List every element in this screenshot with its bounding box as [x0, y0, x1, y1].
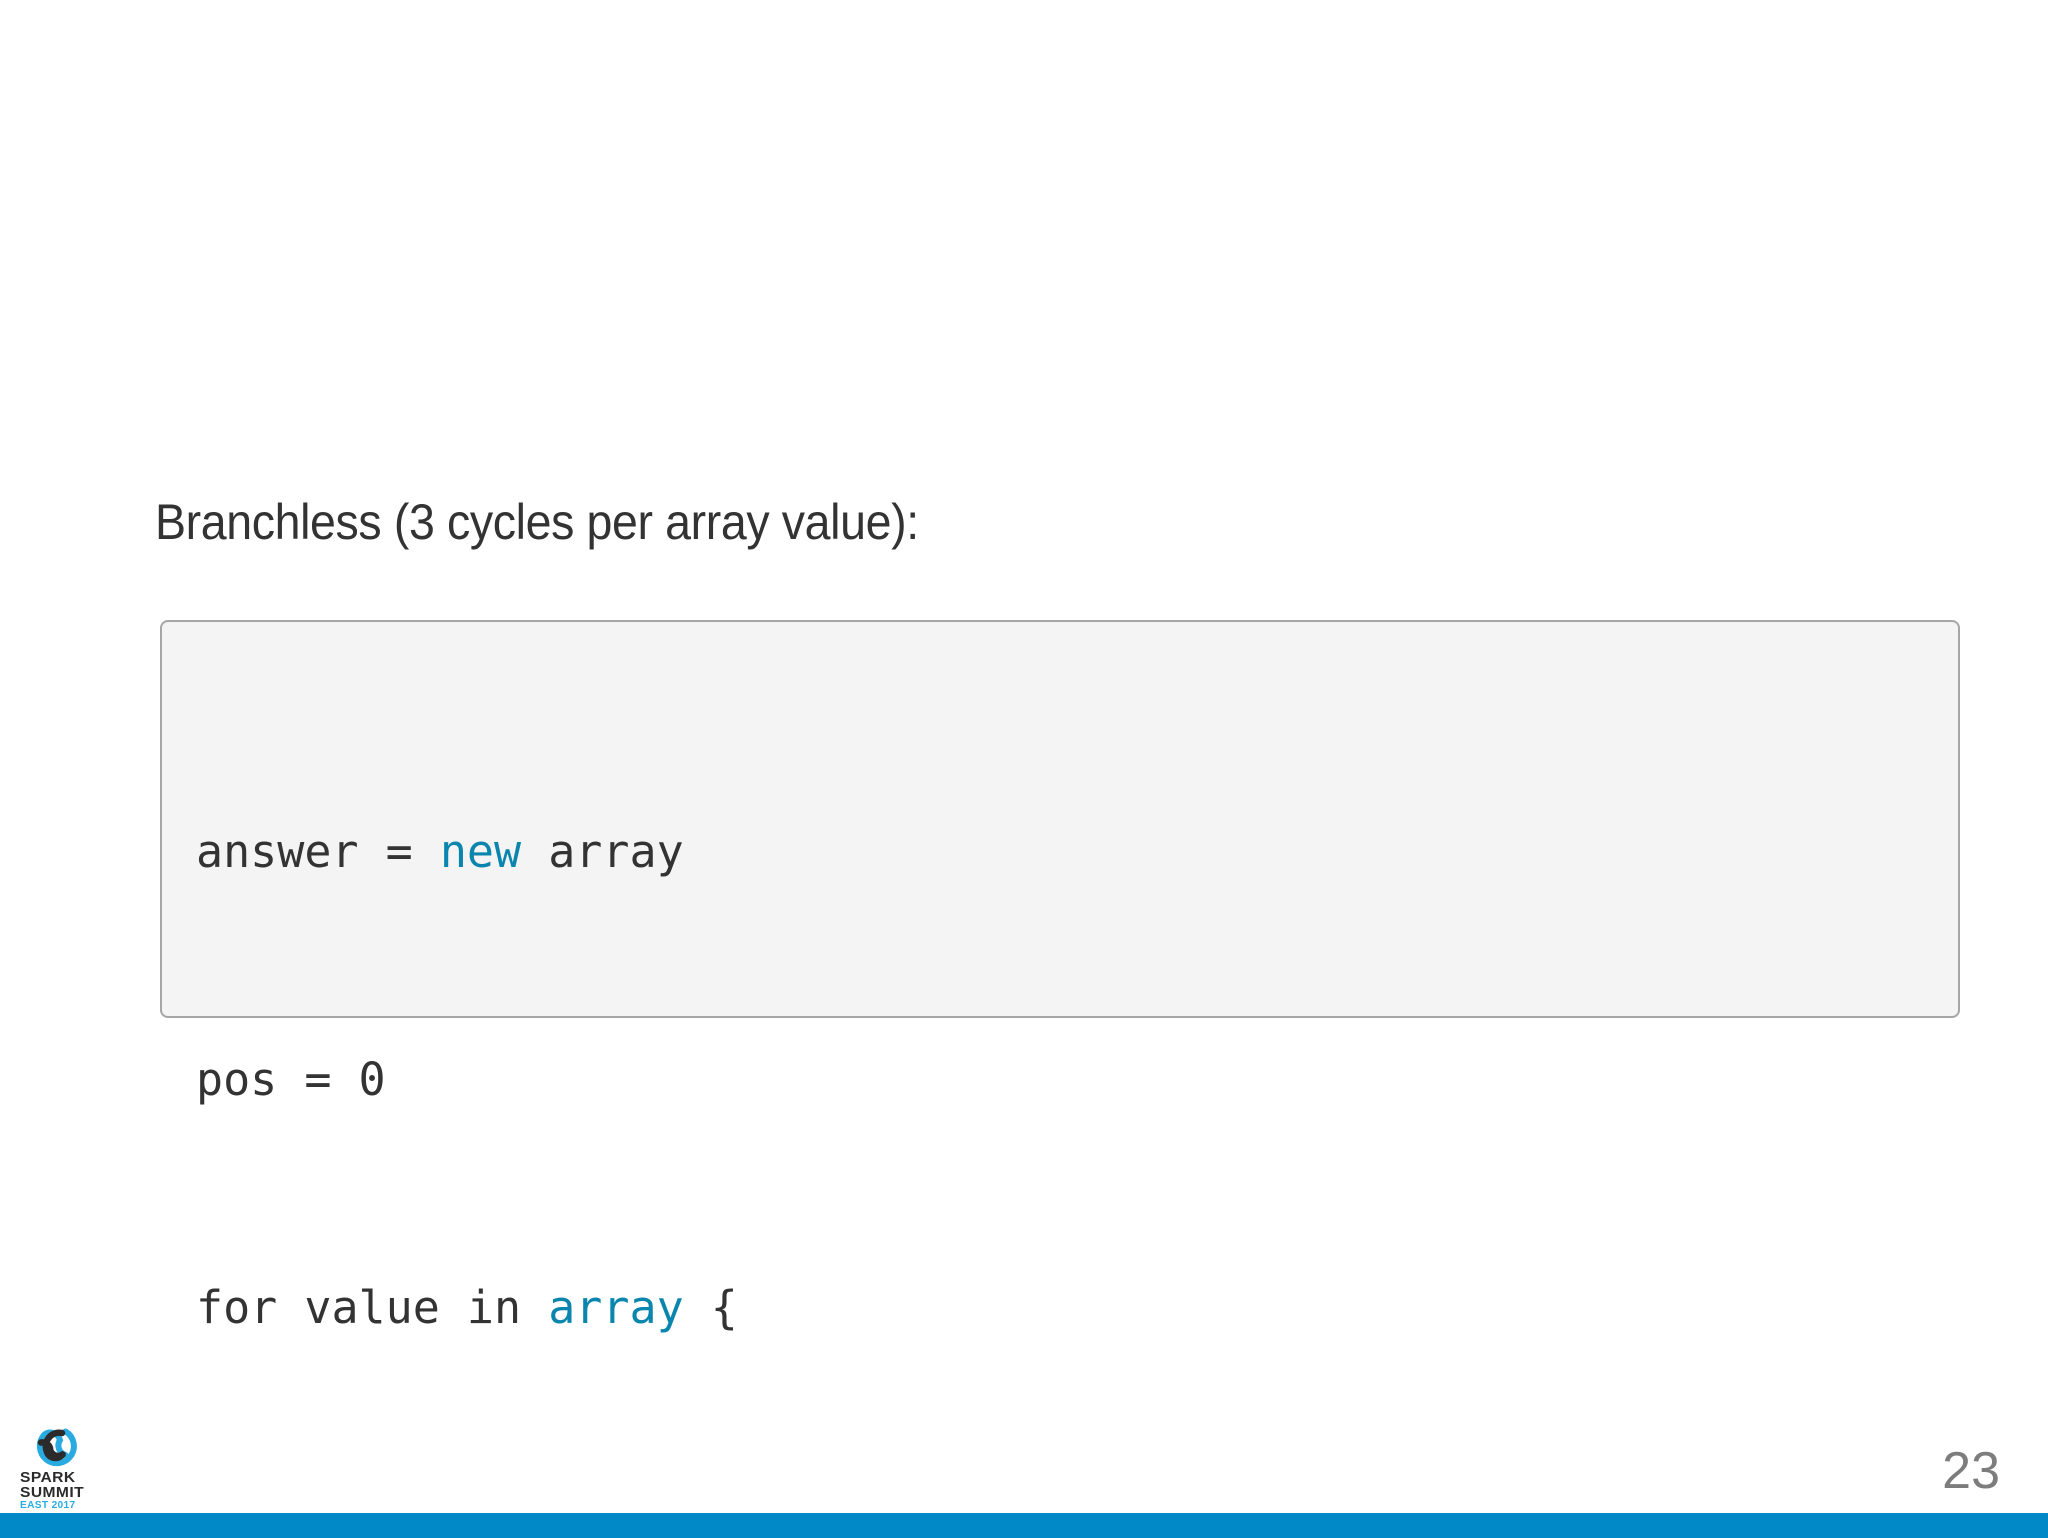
code-line-3: for value in array {	[196, 1279, 1924, 1336]
code-token-plain: answer =	[196, 825, 440, 878]
code-token-keyword: new	[439, 825, 522, 878]
page-title: Branchless (3 cycles per array value):	[155, 494, 919, 550]
logo-word-spark: SPARK	[20, 1469, 76, 1486]
page-number: 23	[1942, 1442, 2000, 1500]
code-token-plain: {	[683, 1281, 738, 1334]
code-block: answer = new array pos = 0 for value in …	[160, 620, 1960, 1538]
bottom-accent-bar	[0, 1513, 2048, 1538]
logo-word-east-2017: EAST 2017	[20, 1500, 76, 1511]
code-line-2: pos = 0	[196, 1051, 1924, 1108]
logo-word-summit: SUMMIT	[20, 1484, 85, 1501]
spark-summit-wordmark: SPARK SUMMIT EAST 2017	[20, 1470, 94, 1512]
code-token-keyword: array	[548, 1281, 684, 1334]
code-line-1: answer = new array	[196, 823, 1924, 880]
code-token-plain: array	[521, 825, 684, 878]
code-lines: answer = new array pos = 0 for value in …	[196, 652, 1924, 1538]
code-token-plain: for value in	[196, 1281, 549, 1334]
spark-summit-swirl-icon	[32, 1424, 78, 1470]
code-token-plain: pos = 0	[196, 1053, 386, 1106]
spark-summit-logo: SPARK SUMMIT EAST 2017	[18, 1424, 96, 1511]
